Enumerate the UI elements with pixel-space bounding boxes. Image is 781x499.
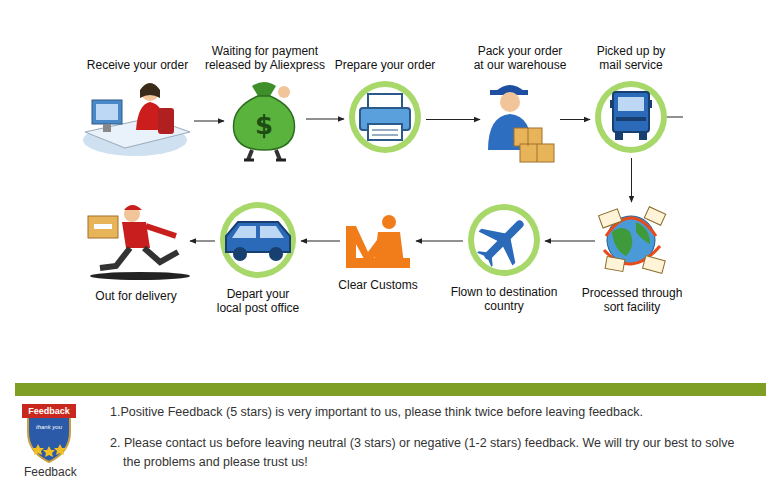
flow-step: Out for delivery xyxy=(86,203,186,281)
step-label: Receive your order xyxy=(87,58,188,72)
step-label: Picked up by mail service xyxy=(591,44,671,72)
money-bag-icon: $ xyxy=(234,82,295,160)
flow-arrow xyxy=(190,241,215,242)
flow-arrow xyxy=(416,241,463,242)
flow-step: Picked up by mail service xyxy=(594,80,668,154)
badge-script: thank you xyxy=(28,421,70,433)
flow-step: Receive your order xyxy=(85,80,190,162)
globe-envelopes-icon xyxy=(599,207,666,274)
flow-arrow xyxy=(301,241,340,242)
step-label: Depart your local post office xyxy=(214,287,302,315)
airplane-icon xyxy=(467,204,540,277)
truck-icon xyxy=(595,81,667,153)
svg-text:$: $ xyxy=(255,110,273,140)
step-label: Processed through sort facility xyxy=(578,286,686,314)
step-label: Clear Customs xyxy=(338,278,417,292)
flow-arrow xyxy=(194,121,224,122)
feedback-badge xyxy=(22,404,76,462)
flow-step: Depart your local post office xyxy=(219,201,297,279)
badge-caption: Feedback xyxy=(24,463,84,482)
flow-step: Pack your order at our warehouse xyxy=(484,80,556,164)
flow-arrow xyxy=(306,119,344,120)
warehouse-worker-icon xyxy=(488,85,554,162)
flow-step: Prepare your order xyxy=(348,80,422,154)
flow-arrow xyxy=(631,158,632,202)
flow-arrow xyxy=(545,241,595,242)
badge-title: Feedback xyxy=(22,405,76,417)
feedback-note: 2. Please contact us before leaving neut… xyxy=(110,434,753,472)
step-label: Out for delivery xyxy=(95,289,176,303)
car-icon xyxy=(220,202,296,278)
stub-line xyxy=(665,117,683,118)
courier-icon xyxy=(88,205,190,280)
step-label: Prepare your order xyxy=(335,58,436,72)
printer-icon xyxy=(349,81,421,153)
feedback-note: 1.Positive Feedback (5 stars) is very im… xyxy=(110,403,750,422)
flow-step: Processed through sort facility xyxy=(599,206,665,278)
customs-icon xyxy=(346,215,410,268)
flow-arrow xyxy=(560,119,590,120)
flow-step: Waiting for payment released by Aliexpre… xyxy=(228,80,302,162)
office-icon xyxy=(83,83,190,156)
step-label: Flown to destination country xyxy=(448,285,560,313)
flow-step: Clear Customs xyxy=(344,214,412,270)
step-label: Waiting for payment released by Aliexpre… xyxy=(202,44,328,72)
divider-bar xyxy=(15,383,766,396)
step-label: Pack your order at our warehouse xyxy=(471,44,569,72)
flow-step: Flown to destination country xyxy=(467,203,541,277)
flow-arrow xyxy=(426,119,480,120)
